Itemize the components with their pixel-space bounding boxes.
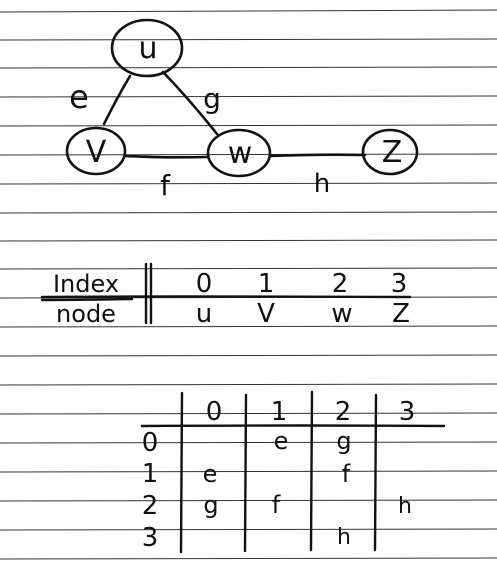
matrix-col-header-0: 0 — [206, 397, 223, 427]
matrix-row-header-1: 1 — [142, 459, 159, 489]
graph-labels: u V w Z e g f h — [69, 31, 402, 202]
matrix-cell-0-1: e — [274, 427, 289, 455]
ruled-line — [0, 441, 497, 444]
edge-label-f: f — [160, 169, 171, 202]
edge-label-h: h — [314, 169, 330, 199]
edge-label-e: e — [69, 78, 89, 116]
node-z-circle — [361, 128, 419, 176]
index-row-label: Index — [53, 270, 119, 298]
node-v-label: V — [86, 135, 107, 170]
ruled-line — [0, 153, 497, 156]
ruled-line — [0, 470, 497, 473]
ruled-line — [0, 383, 497, 386]
matrix-col-header-1: 1 — [271, 397, 288, 427]
edge-w-z — [268, 153, 367, 158]
index-table: Index node 0 1 2 3 u V w Z — [40, 262, 412, 329]
edge-v-w — [124, 154, 210, 159]
matrix-cell-2-0: g — [203, 491, 218, 519]
matrix-col-line-3 — [373, 393, 378, 552]
index-label-underline — [40, 297, 134, 302]
node-cell-3: Z — [392, 299, 410, 329]
ruled-line — [0, 124, 497, 127]
matrix-cell-1-2: f — [342, 460, 351, 488]
matrix-row-header-2: 2 — [142, 491, 159, 521]
matrix-col-header-3: 3 — [399, 397, 416, 427]
matrix-row-header-0: 0 — [142, 428, 159, 458]
matrix-cell-0-2: g — [336, 427, 351, 455]
index-cell-0: 0 — [196, 269, 213, 299]
index-cell-1: 1 — [258, 269, 275, 299]
ruled-line — [0, 9, 497, 13]
node-v-circle — [65, 126, 127, 176]
adjacency-matrix: 0 1 2 3 0 1 2 3 e g e f g f h — [140, 390, 446, 554]
matrix-row-header-line — [179, 391, 184, 554]
ruled-line — [0, 95, 497, 98]
matrix-cell-2-1: f — [272, 491, 281, 519]
node-row-label: node — [56, 300, 116, 328]
node-cell-2: w — [331, 299, 352, 329]
edge-u-v — [102, 74, 132, 126]
matrix-row-header-3: 3 — [142, 523, 159, 553]
ruled-line — [0, 211, 497, 214]
ruled-line — [0, 267, 497, 270]
node-u-circle — [110, 18, 184, 78]
index-cell-2: 2 — [332, 269, 349, 299]
ruled-line — [0, 528, 497, 531]
ruled-line — [0, 325, 497, 328]
matrix-col-header-2: 2 — [335, 397, 352, 427]
node-w-label: w — [228, 136, 253, 171]
ruled-line — [0, 354, 497, 357]
node-u-label: u — [138, 31, 157, 66]
index-cell-3: 3 — [391, 269, 408, 299]
ruled-line — [0, 499, 497, 502]
ruled-line — [0, 412, 497, 415]
node-z-label: Z — [382, 135, 403, 170]
matrix-col-line-2 — [309, 390, 314, 552]
graph — [65, 18, 419, 178]
ruled-line — [0, 239, 497, 242]
node-cell-1: V — [257, 299, 275, 329]
node-w-circle — [206, 128, 272, 178]
edge-label-g: g — [203, 82, 221, 115]
index-table-divider — [40, 295, 412, 299]
matrix-cell-1-0: e — [203, 460, 218, 488]
edge-u-w — [161, 70, 219, 136]
ruled-line — [0, 182, 497, 185]
ruled-line — [0, 557, 497, 560]
ruled-line — [0, 38, 497, 41]
matrix-cell-3-2: h — [337, 525, 351, 550]
matrix-col-line-1 — [243, 393, 248, 553]
ruled-line — [0, 66, 497, 69]
node-cell-0: u — [196, 299, 212, 329]
matrix-cell-2-3: h — [398, 494, 412, 519]
